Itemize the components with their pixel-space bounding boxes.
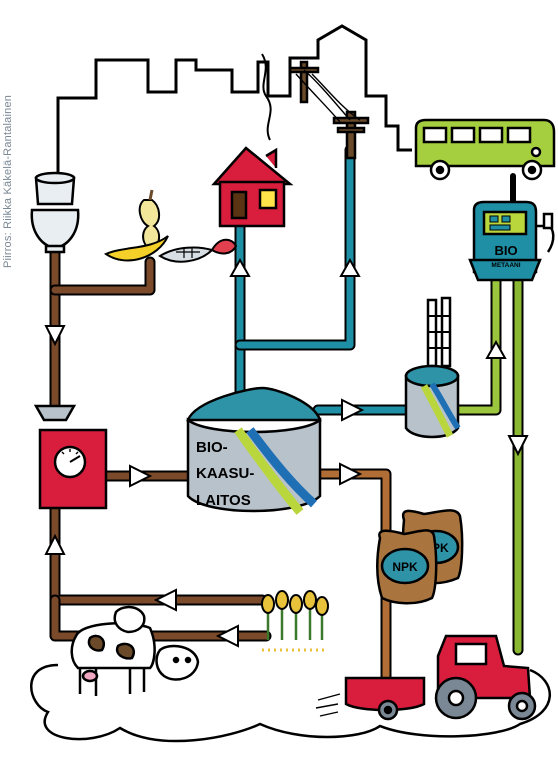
toilet-icon	[30, 171, 80, 254]
pump-sublabel: METAANI	[491, 262, 520, 269]
crops-icon	[261, 590, 329, 652]
illustrator-credit: Piirros: Riikka Käkelä-Rantalainen	[2, 94, 14, 268]
npk-label-front: NPK	[392, 560, 418, 574]
power-pole-icon	[288, 60, 370, 160]
cow-icon	[70, 605, 156, 696]
arrow-left-icon	[153, 588, 177, 612]
pre-treatment-unit-icon	[33, 404, 108, 510]
nutrient-pipe	[312, 468, 392, 686]
arrow-right-icon	[129, 464, 153, 488]
plant-label-line2: KAASU-	[196, 465, 254, 482]
pump-label: BIO	[494, 243, 517, 258]
biowaste-icon	[103, 189, 238, 263]
npk-sack-front	[376, 529, 438, 605]
arrow-down-icon	[44, 325, 66, 347]
plant-label-line1: BIO-	[196, 439, 228, 456]
calf-icon	[155, 644, 200, 681]
digestate-pipe-biowaste	[49, 256, 156, 296]
chimney-smoke	[261, 53, 272, 141]
arrow-left-icon	[215, 624, 239, 648]
arrow-up-icon	[229, 257, 251, 277]
upgrading-unit-icon	[404, 296, 461, 439]
biomethane-pipe-up	[450, 264, 502, 416]
biomethane-pump-icon	[468, 200, 555, 282]
tractor-icon	[434, 634, 537, 721]
arrow-up-icon	[44, 533, 66, 555]
bus-icon	[414, 118, 556, 181]
manure-spreader-icon	[315, 676, 426, 721]
plant-label-line3: LAITOS	[196, 492, 251, 509]
city-skyline-outline	[56, 24, 412, 180]
pipes	[49, 144, 524, 686]
arrow-down-icon	[507, 435, 529, 457]
ground-hills-outline	[30, 663, 551, 743]
house-icon	[211, 146, 294, 228]
biogas-plant-tank	[186, 386, 322, 515]
digestate-pipe-return	[49, 504, 268, 606]
flow-arrows	[44, 257, 529, 648]
arrow-up-icon	[339, 257, 361, 277]
arrow-up-icon	[485, 339, 507, 359]
arrow-right-icon	[339, 462, 363, 486]
arrow-right-icon	[341, 398, 365, 422]
